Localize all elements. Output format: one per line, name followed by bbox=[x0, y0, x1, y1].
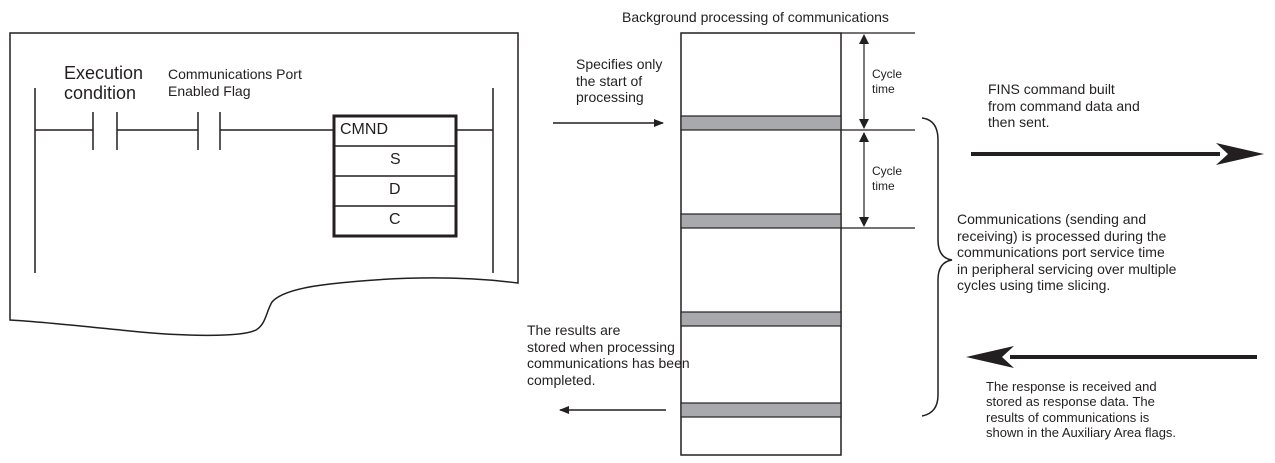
enabled-flag-label: Communications Port Enabled Flag bbox=[168, 66, 302, 99]
enabled-flag-contact bbox=[197, 112, 221, 150]
cycle-bar-2 bbox=[680, 213, 842, 229]
execution-condition-label: Execution condition bbox=[64, 63, 144, 103]
cycle-bar-1 bbox=[680, 115, 842, 131]
response-received-note: The response is received and stored as r… bbox=[986, 379, 1177, 440]
cycle-bar-4 bbox=[680, 402, 842, 418]
operand-d: D bbox=[389, 181, 401, 198]
diagram-title: Background processing of communications bbox=[622, 9, 889, 25]
communications-processed-note: Communications (sending and receiving) i… bbox=[957, 211, 1177, 294]
cycle-time-label-2: Cycle time bbox=[872, 164, 903, 193]
time-slicing-brace bbox=[921, 117, 953, 417]
cycle-bar-3 bbox=[680, 311, 842, 327]
operand-s: S bbox=[390, 151, 401, 168]
cycle-time-arrow-2 bbox=[859, 132, 869, 227]
cmnd-label: CMND bbox=[340, 121, 388, 138]
cycle-time-label-1: Cycle time bbox=[872, 67, 903, 96]
ladder-program-sheet bbox=[9, 32, 519, 337]
results-stored-note: The results are stored when processing c… bbox=[527, 322, 690, 388]
cycle-reference-lines bbox=[841, 32, 915, 229]
specifies-start-note: Specifies only the start of processing bbox=[576, 56, 663, 106]
fins-command-note: FINS command built from command data and… bbox=[988, 81, 1140, 131]
processing-column bbox=[680, 32, 842, 456]
cycle-time-arrow-1 bbox=[859, 34, 869, 129]
execution-condition-contact bbox=[92, 112, 118, 150]
send-arrow bbox=[971, 143, 1264, 165]
operand-c: C bbox=[389, 211, 401, 228]
response-arrow bbox=[966, 346, 1257, 368]
